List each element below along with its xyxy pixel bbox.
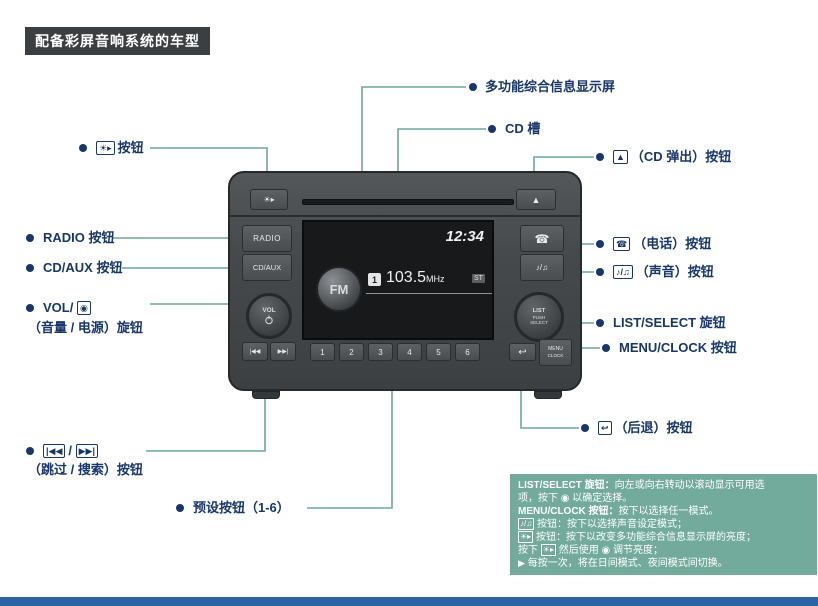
preset-buttons-row: 1 2 3 4 5 6 xyxy=(310,343,480,361)
callout-skip-line1: |◀◀/ ▶▶| xyxy=(43,443,101,459)
stereo-indicator: ST xyxy=(472,274,485,283)
cd-eject-button: ▲ xyxy=(516,189,556,210)
phone-icon: ☎ xyxy=(613,237,631,251)
sound-icon: ♪/♫ xyxy=(613,265,633,279)
callout-skip-line2: （跳过 / 搜索）按钮 xyxy=(28,462,143,477)
page-footer-bar xyxy=(0,597,818,606)
skip-back-icon: |◀◀ xyxy=(43,444,66,458)
knob-select-label: SELECT xyxy=(530,320,548,326)
callout-cd-aux: CD/AUX 按钮 xyxy=(43,260,123,275)
page-title: 配备彩屏音响系统的车型 xyxy=(25,27,210,55)
eject-icon: ▲ xyxy=(613,150,628,164)
note-line-7: ▶ 每按一次，将在日间模式、夜间模式间切换。 xyxy=(518,558,728,569)
callout-menu-clock: MENU/CLOCK 按钮 xyxy=(619,340,737,355)
frequency-readout: 103.5MHz xyxy=(386,269,445,287)
brightness-icon: ☀▸ xyxy=(518,531,534,543)
callout-sound: ♪/♫（声音）按钮 xyxy=(613,264,714,280)
mounting-tab-left xyxy=(252,391,280,399)
callout-phone: ☎（电话）按钮 xyxy=(613,236,711,252)
note-box: LIST/SELECT 旋钮：向左或向右转动以滚动显示可用选 项，按下 ◉ 以确… xyxy=(510,474,817,575)
brightness-icon: ☀▸ xyxy=(540,544,556,556)
cd-slot xyxy=(302,199,514,205)
preset-button-3: 3 xyxy=(368,343,393,361)
note-line-5: ☀▸ 按钮：按下以改变多功能综合信息显示屏的亮度； xyxy=(518,531,756,543)
knob-list-label: LIST xyxy=(532,308,546,315)
display-underline xyxy=(366,293,492,294)
brightness-icon: ☀▸ xyxy=(96,141,115,155)
frequency-unit: MHz xyxy=(426,274,445,284)
note-line-3: MENU/CLOCK 按钮：按下以选择任一模式。 xyxy=(518,506,719,517)
callout-radio: RADIO 按钮 xyxy=(43,230,115,245)
note-line-2: 项，按下 ◉ 以确定选择。 xyxy=(518,493,633,504)
skip-back-button: |◀◀ xyxy=(242,342,268,361)
bullet-arrow-icon: ▶ xyxy=(518,558,525,568)
audio-unit-illustration: ☀▸ ▲ RADIO CD/AUX 12:34 FM 1 103.5MHz ST… xyxy=(228,171,582,399)
back-button: ↩ xyxy=(509,343,536,361)
skip-forward-button: ▶▶| xyxy=(270,342,296,361)
clock-label: CLOCK xyxy=(547,352,564,358)
menu-label: MENU xyxy=(548,346,563,353)
preset-button-2: 2 xyxy=(339,343,364,361)
callout-display: 多功能综合信息显示屏 xyxy=(485,79,616,94)
bezel-groove xyxy=(230,215,580,217)
volume-power-knob: VOL xyxy=(246,293,292,339)
callout-brightness: ☀▸按钮 xyxy=(96,140,144,156)
mounting-tab-right xyxy=(534,391,562,399)
preset-button-1: 1 xyxy=(310,343,335,361)
note-line-6: 按下 ☀▸ 然后使用 ◉ 调节亮度； xyxy=(518,544,664,556)
callout-cd-eject: ▲（CD 弹出）按钮 xyxy=(613,149,731,165)
note-line-4: ♪/♫ 按钮：按下以选择声音设定模式； xyxy=(518,518,688,530)
display-clock: 12:34 xyxy=(445,228,484,245)
preset-number-indicator: 1 xyxy=(368,273,381,286)
callout-vol-line1: VOL/ ◉ xyxy=(43,300,94,316)
info-display: 12:34 FM 1 103.5MHz ST xyxy=(302,220,494,340)
brightness-button: ☀▸ xyxy=(250,189,288,210)
frequency-value: 103.5 xyxy=(386,269,427,286)
sound-icon: ♪/♫ xyxy=(518,518,535,530)
note-line-1: LIST/SELECT 旋钮：向左或向右转动以滚动显示可用选 xyxy=(518,480,765,491)
callout-cd-slot: CD 槽 xyxy=(505,121,541,136)
preset-button-5: 5 xyxy=(426,343,451,361)
radio-button: RADIO xyxy=(242,225,292,252)
fm-logo: FM xyxy=(316,266,362,312)
skip-forward-icon: ▶▶| xyxy=(75,444,98,458)
callout-back: ↩（后退）按钮 xyxy=(598,420,693,436)
power-icon xyxy=(265,315,273,324)
back-icon: ↩ xyxy=(598,421,612,435)
list-select-knob: LIST PUSH SELECT xyxy=(514,292,564,342)
callout-list-select: LIST/SELECT 旋钮 xyxy=(613,315,726,330)
cd-aux-button: CD/AUX xyxy=(242,254,292,281)
vol-label: VOL xyxy=(262,307,276,315)
phone-button: ☎ xyxy=(520,225,564,252)
menu-clock-button: MENU CLOCK xyxy=(539,339,572,366)
callout-vol-line2: （音量 / 电源）旋钮 xyxy=(28,320,143,335)
knob-icon: ◉ xyxy=(560,493,570,504)
preset-button-6: 6 xyxy=(455,343,480,361)
power-icon: ◉ xyxy=(76,301,91,315)
callout-presets: 预设按钮（1-6） xyxy=(193,500,290,515)
knob-icon: ◉ xyxy=(601,545,611,556)
knob-push-label: PUSH xyxy=(532,315,546,321)
sound-button: ♪/♫ xyxy=(520,254,564,281)
preset-button-4: 4 xyxy=(397,343,422,361)
